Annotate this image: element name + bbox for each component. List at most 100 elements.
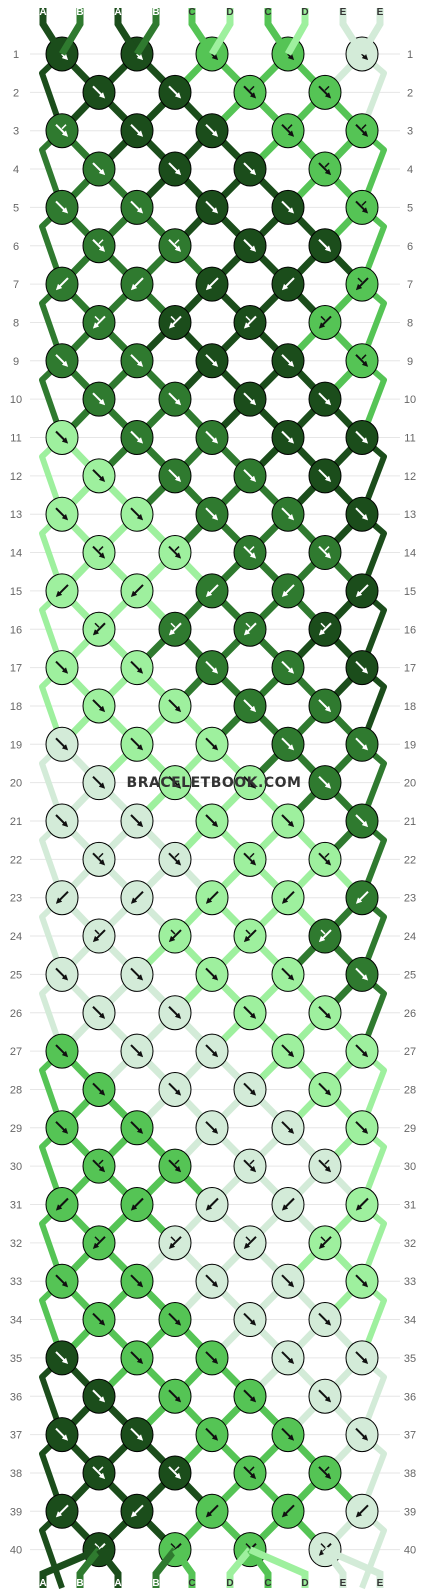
row-number-right: 3	[407, 126, 413, 138]
row-number-right: 36	[404, 1391, 416, 1403]
knot-arrow-icon	[130, 660, 144, 674]
row-number-right: 40	[404, 1545, 416, 1557]
knot	[271, 1263, 305, 1299]
knot	[158, 688, 192, 724]
top-strand-thread	[134, 8, 160, 56]
row-number-left: 28	[10, 1084, 22, 1096]
knot-arrow-icon	[318, 929, 332, 943]
knot-arrow-icon	[92, 1159, 106, 1173]
row-number-left: 37	[10, 1430, 22, 1442]
knot	[233, 1455, 267, 1491]
knot	[45, 650, 79, 686]
knot-turn-icon	[94, 1543, 100, 1549]
knot	[308, 995, 342, 1031]
row-number-right: 2	[407, 87, 413, 99]
knot-arrow-icon	[130, 1274, 144, 1288]
knot-arrow-icon	[55, 200, 69, 214]
knot	[195, 113, 229, 149]
knot-arrow-icon	[168, 699, 182, 713]
row-number-right: 19	[404, 739, 416, 751]
row-number-left: 34	[10, 1315, 22, 1327]
knot	[195, 956, 229, 992]
knot	[345, 803, 379, 839]
knot	[308, 1378, 342, 1414]
knot	[158, 458, 192, 494]
knot	[195, 343, 229, 379]
knot-arrow-icon	[355, 1351, 369, 1365]
knot-arrow-icon	[318, 1082, 332, 1096]
row-number-right: 13	[404, 509, 416, 521]
row-number-right: 5	[407, 202, 413, 214]
knot	[195, 1110, 229, 1146]
knot	[233, 765, 267, 801]
knot	[195, 1417, 229, 1453]
knot-turn-icon	[98, 1466, 104, 1472]
knot-arrow-icon	[355, 123, 369, 137]
knot	[308, 611, 342, 647]
knot-arrow-icon	[243, 1082, 257, 1096]
bottom-strand-letter: D	[226, 1578, 233, 1589]
knot-turn-icon	[320, 315, 326, 321]
knot	[45, 113, 79, 149]
knot	[82, 304, 116, 340]
knot	[120, 266, 154, 302]
knot	[271, 803, 305, 839]
knot-turn-icon	[249, 1466, 255, 1472]
knot	[345, 343, 379, 379]
knot	[82, 228, 116, 264]
knot-arrow-icon	[318, 622, 332, 636]
row-number-left: 8	[13, 317, 19, 329]
knot-arrow-icon	[55, 123, 69, 137]
knot	[233, 151, 267, 187]
knot	[271, 343, 305, 379]
knot-arrow-icon	[318, 1389, 332, 1403]
knot	[45, 1187, 79, 1222]
knot-arrow-icon	[55, 1044, 69, 1058]
knot-turn-icon	[94, 1236, 100, 1242]
top-strand-letter: D	[301, 7, 308, 18]
knot	[308, 228, 342, 264]
knot-turn-icon	[174, 546, 180, 552]
row-number-left: 36	[10, 1391, 22, 1403]
knot	[271, 1033, 305, 1069]
knot	[120, 113, 154, 149]
row-number-left: 2	[13, 87, 19, 99]
knot-arrow-icon	[281, 660, 295, 674]
knot	[233, 74, 267, 110]
top-strand-thread	[188, 8, 215, 56]
top-strand-letter: A	[114, 7, 121, 18]
knot	[158, 151, 192, 187]
knot	[120, 650, 154, 686]
knot-arrow-icon	[92, 239, 106, 252]
row-number-left: 23	[10, 893, 22, 905]
knot	[45, 880, 79, 916]
watermark-text: BRACELETBOOK.COM	[127, 775, 302, 791]
knot-turn-icon	[245, 929, 251, 935]
knot	[271, 420, 305, 455]
knot-turn-icon	[357, 277, 363, 283]
row-number-right: 1	[407, 49, 413, 61]
knot-arrow-icon	[355, 814, 369, 828]
row-number-right: 33	[404, 1276, 416, 1288]
knot-turn-icon	[94, 315, 100, 321]
top-strand-letter: C	[188, 7, 195, 18]
knot	[345, 113, 379, 149]
knot	[345, 956, 379, 992]
knot	[233, 841, 267, 877]
knot-arrow-icon	[355, 200, 369, 214]
knot	[233, 918, 267, 954]
knot-turn-icon	[361, 200, 367, 206]
knot-arrow-icon	[92, 1312, 106, 1326]
knot-arrow-icon	[281, 967, 295, 981]
row-number-right: 8	[407, 317, 413, 329]
row-number-left: 13	[10, 509, 22, 521]
knot-turn-icon	[98, 239, 104, 245]
knot	[308, 151, 342, 187]
row-number-right: 22	[404, 854, 416, 866]
bottom-strand-thread	[226, 1547, 253, 1588]
row-number-right: 7	[407, 279, 413, 291]
row-number-left: 38	[10, 1468, 22, 1480]
knot-arrow-icon	[281, 890, 295, 904]
knot	[271, 1493, 305, 1529]
knot	[82, 1225, 116, 1261]
